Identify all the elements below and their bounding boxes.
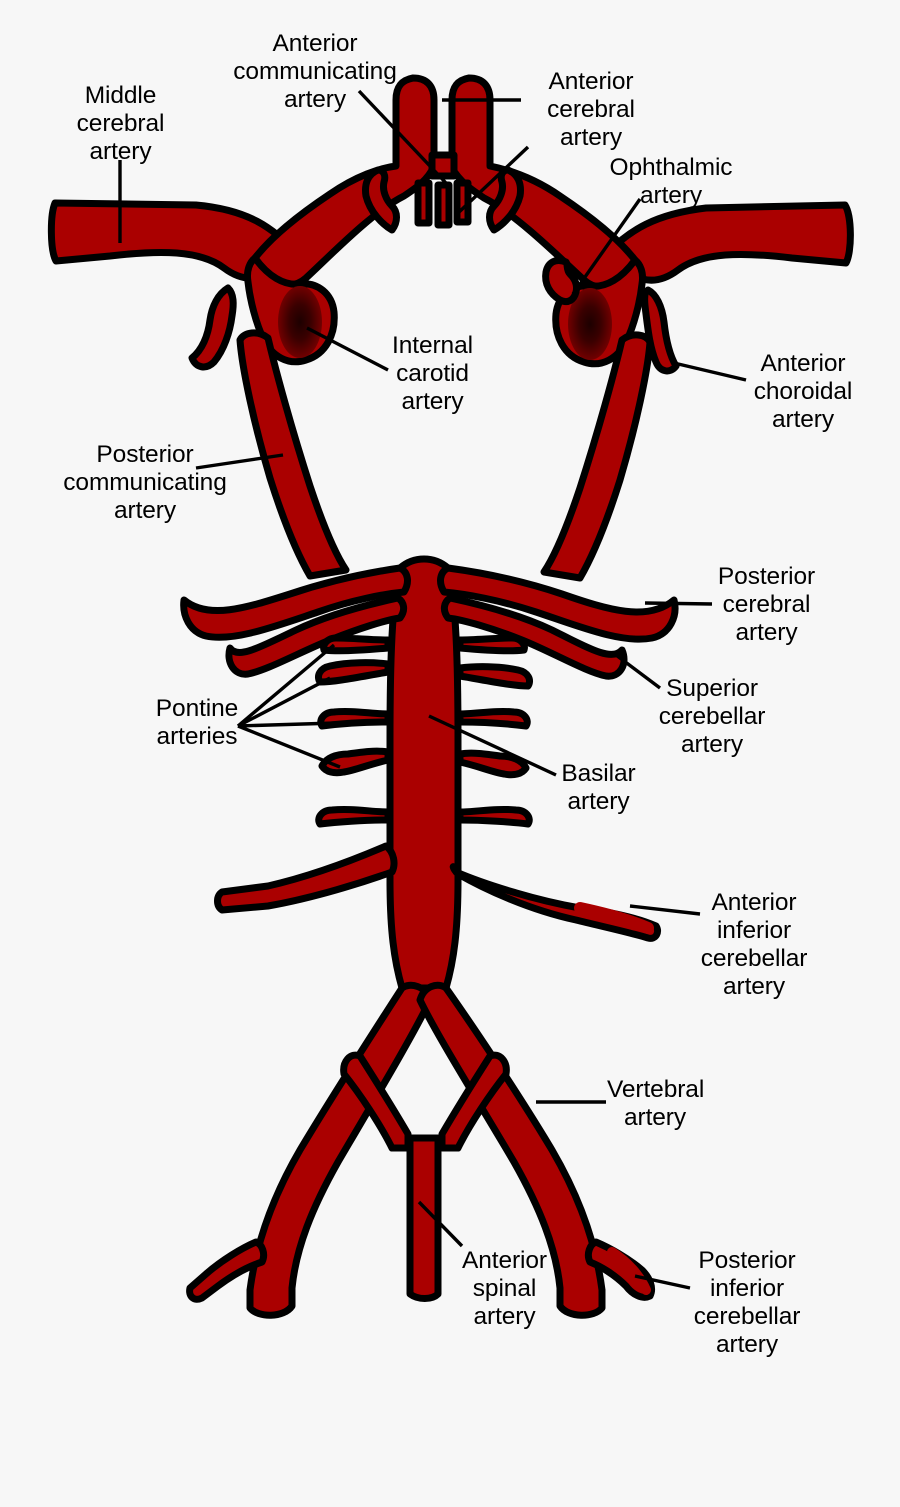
- anterior-spinal-artery: [406, 1134, 442, 1302]
- label-anterior-inferior-cerebellar-artery: Anterior inferior cerebellar artery: [700, 889, 808, 1000]
- leader-posterior-communicating-artery: [195, 453, 284, 470]
- leader-posterior-cerebral-artery: [644, 601, 713, 606]
- posterior-communicating-artery-left: [236, 329, 350, 580]
- vertebral-artery-right: [416, 981, 606, 1319]
- pontine-arteries-left: [314, 634, 392, 828]
- label-anterior-communicating-artery: Anterior communicating artery: [233, 30, 397, 113]
- superior-cerebellar-artery-right: [440, 594, 628, 680]
- leader-anterior-inferior-cerebellar-artery: [629, 904, 701, 916]
- label-internal-carotid-artery: Internal carotid artery: [392, 332, 473, 415]
- pontine-arteries-right: [456, 634, 534, 828]
- basilar-artery: [386, 555, 462, 992]
- leader-basilar-artery: [428, 714, 557, 777]
- label-pontine-arteries: Pontine arteries: [155, 695, 239, 750]
- leader-posterior-inferior-cerebellar-artery: [634, 1274, 691, 1290]
- leader-pontine-arteries: [236, 643, 341, 769]
- anterior-inferior-cerebellar-artery-right: [449, 863, 662, 942]
- leader-anterior-cerebral-artery-lower: [456, 145, 530, 215]
- middle-cerebral-artery-left: [47, 199, 300, 282]
- posterior-cerebral-artery-left: [180, 564, 411, 641]
- internal-carotid-cross-section-right: [568, 288, 612, 360]
- label-anterior-choroidal-artery: Anterior choroidal artery: [753, 350, 853, 433]
- leader-anterior-spinal-artery: [417, 1200, 464, 1248]
- label-anterior-cerebral-artery: Anterior cerebral artery: [547, 68, 635, 151]
- label-middle-cerebral-artery: Middle cerebral artery: [76, 82, 165, 165]
- anterior-inferior-cerebellar-artery-left: [214, 842, 398, 914]
- superior-cerebellar-artery-left: [225, 594, 408, 678]
- carotid-branch-left-hook: [362, 166, 400, 234]
- leader-ophthalmic-artery: [571, 198, 642, 295]
- anterior-spinal-contributor-left: [340, 1051, 412, 1152]
- ophthalmic-artery-left: [188, 284, 237, 371]
- label-posterior-inferior-cerebellar-artery: Posterior inferior cerebellar artery: [693, 1247, 801, 1358]
- posterior-communicating-artery-right: [540, 331, 654, 582]
- posterior-cerebral-artery-right: [437, 564, 679, 643]
- middle-cerebral-artery-right: [602, 201, 854, 284]
- leader-superior-cerebellar-artery: [610, 650, 662, 690]
- label-posterior-cerebral-artery: Posterior cerebral artery: [717, 563, 816, 646]
- label-anterior-spinal-artery: Anterior spinal artery: [462, 1247, 547, 1330]
- label-basilar-artery: Basilar artery: [561, 760, 636, 815]
- posterior-inferior-cerebellar-artery-right: [584, 1238, 656, 1301]
- vertebral-artery-left: [246, 981, 434, 1319]
- ophthalmic-artery-right: [542, 256, 580, 306]
- label-superior-cerebellar-artery: Superior cerebellar artery: [658, 675, 766, 758]
- posterior-inferior-cerebellar-artery-left: [186, 1238, 268, 1303]
- medial-striate-branches: [414, 179, 472, 229]
- carotid-branch-right-hook: [486, 166, 524, 234]
- label-ophthalmic-artery: Ophthalmic artery: [609, 154, 733, 209]
- label-posterior-communicating-artery: Posterior communicating artery: [63, 441, 227, 524]
- leader-anterior-choroidal-artery: [673, 361, 747, 382]
- leader-internal-carotid-artery: [306, 326, 389, 372]
- anterior-spinal-contributor-right: [438, 1051, 510, 1152]
- internal-carotid-cross-section-left: [278, 286, 322, 358]
- leader-anterior-communicating-artery: [357, 89, 448, 185]
- label-vertebral-artery: Vertebral artery: [607, 1076, 705, 1131]
